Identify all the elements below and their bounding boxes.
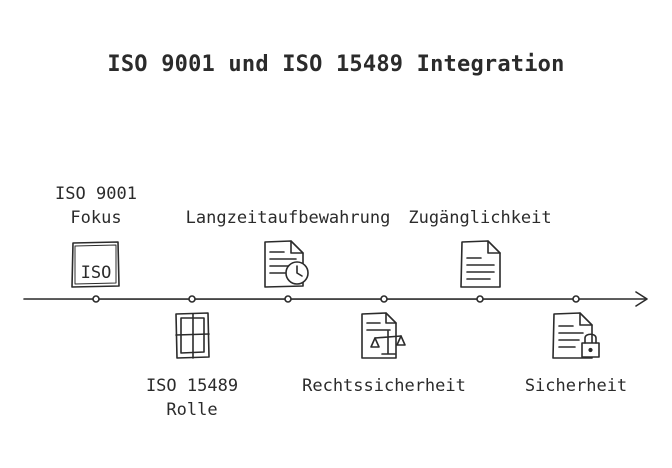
milestone-label-line: Fokus [70, 208, 122, 228]
document-scales-icon [361, 312, 406, 359]
timeline-marker-6 [572, 295, 580, 303]
timeline-marker-1 [92, 295, 100, 303]
milestone-label-line: Rechtssicherheit [302, 376, 466, 396]
milestone-label-sicherheit: Sicherheit [516, 374, 636, 398]
diagram-title: ISO 9001 und ISO 15489 Integration [107, 52, 565, 77]
document-clock-icon [264, 240, 309, 288]
document-icon [460, 240, 501, 288]
milestone-label-iso15489: ISO 15489 Rolle [122, 374, 262, 422]
milestone-label-iso9001: ISO 9001 Fokus [36, 182, 156, 230]
timeline-marker-5 [476, 295, 484, 303]
timeline-marker-2 [188, 295, 196, 303]
iso-icon-text: ISO [81, 263, 112, 283]
milestone-label-line: Langzeitaufbewahrung [185, 208, 391, 228]
document-lock-icon [552, 312, 600, 359]
milestone-label-line: ISO 9001 [55, 184, 137, 204]
timeline-marker-4 [380, 295, 388, 303]
iso-document-icon: ISO [71, 241, 120, 288]
milestone-label-line: Rolle [166, 400, 218, 420]
milestone-label-line: ISO 15489 [145, 376, 239, 396]
milestone-label-line: Sicherheit [524, 376, 628, 396]
milestone-label-line: Zugänglichkeit [408, 208, 552, 228]
milestone-label-langzeitaufbewahrung: Langzeitaufbewahrung [168, 206, 408, 230]
book-icon [175, 312, 210, 359]
timeline-marker-3 [284, 295, 292, 303]
milestone-label-rechtssicherheit: Rechtssicherheit [294, 374, 474, 398]
milestone-label-zugaenglichkeit: Zugänglichkeit [400, 206, 560, 230]
timeline-arrowhead [635, 291, 648, 307]
timeline-axis [23, 297, 646, 301]
